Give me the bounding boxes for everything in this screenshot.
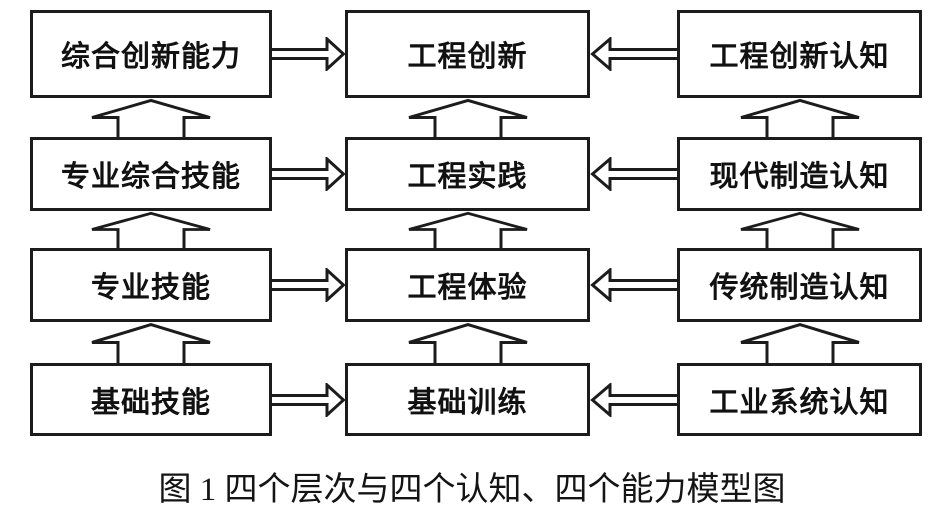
arrow-left-icon	[590, 363, 677, 436]
figure-caption: 图 1 四个层次与四个认知、四个能力模型图	[158, 472, 786, 508]
arrow-up-icon	[677, 98, 922, 137]
arrow-left-icon	[590, 137, 677, 211]
box-professional-skills: 专业技能	[30, 248, 272, 322]
arrow-up-icon	[30, 98, 272, 137]
arrow-up-icon	[677, 322, 922, 363]
box-professional-comprehensive-skills: 专业综合技能	[30, 137, 272, 211]
box-basic-skills: 基础技能	[30, 363, 272, 436]
box-industrial-system-cognition: 工业系统认知	[677, 363, 922, 436]
arrow-left-icon	[590, 248, 677, 322]
arrow-up-icon	[345, 322, 590, 363]
box-engineering-practice: 工程实践	[345, 137, 590, 211]
box-engineering-innovation-cognition: 工程创新认知	[677, 10, 922, 98]
arrow-right-icon	[272, 248, 345, 322]
box-engineering-innovation: 工程创新	[345, 10, 590, 98]
box-comprehensive-innovation-ability: 综合创新能力	[30, 10, 272, 98]
box-basic-training: 基础训练	[345, 363, 590, 436]
arrow-right-icon	[272, 363, 345, 436]
arrow-up-icon	[30, 322, 272, 363]
arrow-right-icon	[272, 10, 345, 98]
arrow-up-icon	[677, 211, 922, 248]
arrow-up-icon	[30, 211, 272, 248]
arrow-up-icon	[345, 211, 590, 248]
box-engineering-experience: 工程体验	[345, 248, 590, 322]
arrow-left-icon	[590, 10, 677, 98]
arrow-up-icon	[345, 98, 590, 137]
box-modern-manufacturing-cognition: 现代制造认知	[677, 137, 922, 211]
box-traditional-manufacturing-cognition: 传统制造认知	[677, 248, 922, 322]
diagram-grid: 综合创新能力 工程创新 工程创新认知 专业综合技能 工程实践 现代制造认知 专业…	[30, 10, 922, 436]
arrow-right-icon	[272, 137, 345, 211]
